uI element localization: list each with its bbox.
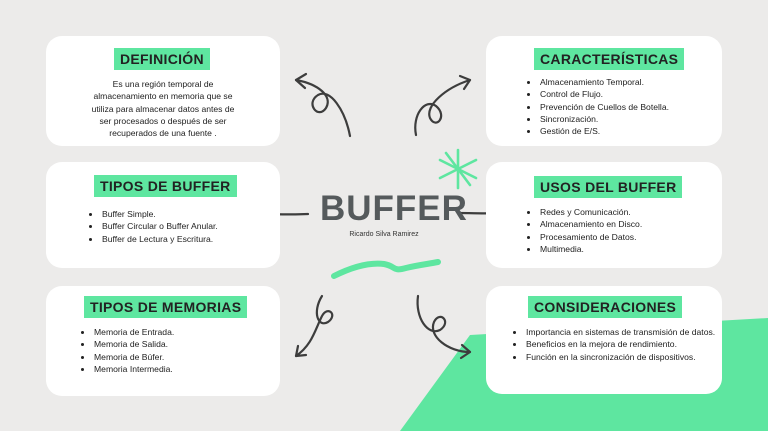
list-item: Importancia en sistemas de transmisión d…: [525, 326, 725, 338]
list-item: Memoria Intermedia.: [93, 363, 174, 375]
list-item: Memoria de Entrada.: [93, 326, 174, 338]
list-item: Control de Flujo.: [539, 88, 669, 100]
list-item: Almacenamiento en Disco.: [539, 218, 642, 230]
arrow-to-tipos-memorias-icon: [294, 294, 334, 358]
tipos-memorias-card: TIPOS DE MEMORIAS Memoria de Entrada. Me…: [46, 286, 280, 396]
list-item: Prevención de Cuellos de Botella.: [539, 101, 669, 113]
caracteristicas-title: CARACTERÍSTICAS: [534, 48, 685, 70]
list-item: Almacenamiento Temporal.: [539, 76, 669, 88]
arrow-to-definicion-icon: [294, 78, 352, 138]
caracteristicas-list: Almacenamiento Temporal. Control de Fluj…: [530, 76, 669, 137]
list-item: Sincronización.: [539, 113, 669, 125]
usos-buffer-card: USOS DEL BUFFER Redes y Comunicación. Al…: [486, 162, 722, 268]
list-item: Redes y Comunicación.: [539, 206, 642, 218]
arrow-to-caracteristicas-icon: [414, 78, 472, 137]
list-item: Memoria de Búfer.: [93, 351, 174, 363]
list-item: Memoria de Salida.: [93, 338, 174, 350]
list-item: Beneficios en la mejora de rendimiento.: [525, 338, 725, 350]
tipos-memorias-title: TIPOS DE MEMORIAS: [84, 296, 248, 318]
consideraciones-title: CONSIDERACIONES: [528, 296, 683, 318]
list-item: Buffer de Lectura y Escritura.: [101, 233, 218, 245]
tipos-buffer-title: TIPOS DE BUFFER: [94, 175, 237, 197]
definicion-text: Es una región temporal de almacenamiento…: [91, 79, 235, 139]
definicion-card: DEFINICIÓN Es una región temporal de alm…: [46, 36, 280, 146]
tipos-buffer-list: Buffer Simple. Buffer Circular o Buffer …: [92, 208, 218, 245]
main-title: BUFFER: [320, 189, 468, 228]
consideraciones-card: CONSIDERACIONES Importancia en sistemas …: [486, 286, 722, 394]
tipos-memorias-list: Memoria de Entrada. Memoria de Salida. M…: [84, 326, 174, 375]
author-name: Ricardo Silva Ramirez: [349, 231, 419, 238]
list-item: Multimedia.: [539, 243, 642, 255]
arrow-to-consideraciones-icon: [416, 294, 472, 354]
consideraciones-list: Importancia en sistemas de transmisión d…: [516, 326, 725, 363]
caracteristicas-card: CARACTERÍSTICAS Almacenamiento Temporal.…: [486, 36, 722, 146]
list-item: Función en la sincronización de disposit…: [525, 351, 725, 363]
list-item: Buffer Circular o Buffer Anular.: [101, 220, 218, 232]
list-item: Procesamiento de Datos.: [539, 231, 642, 243]
definicion-title: DEFINICIÓN: [114, 48, 210, 70]
green-star-icon: [438, 148, 478, 190]
usos-buffer-title: USOS DEL BUFFER: [534, 176, 683, 198]
green-zigzag-decoration: [331, 259, 441, 279]
usos-buffer-list: Redes y Comunicación. Almacenamiento en …: [530, 206, 642, 255]
list-item: Buffer Simple.: [101, 208, 218, 220]
list-item: Gestión de E/S.: [539, 125, 669, 137]
tipos-buffer-card: TIPOS DE BUFFER Buffer Simple. Buffer Ci…: [46, 162, 280, 268]
